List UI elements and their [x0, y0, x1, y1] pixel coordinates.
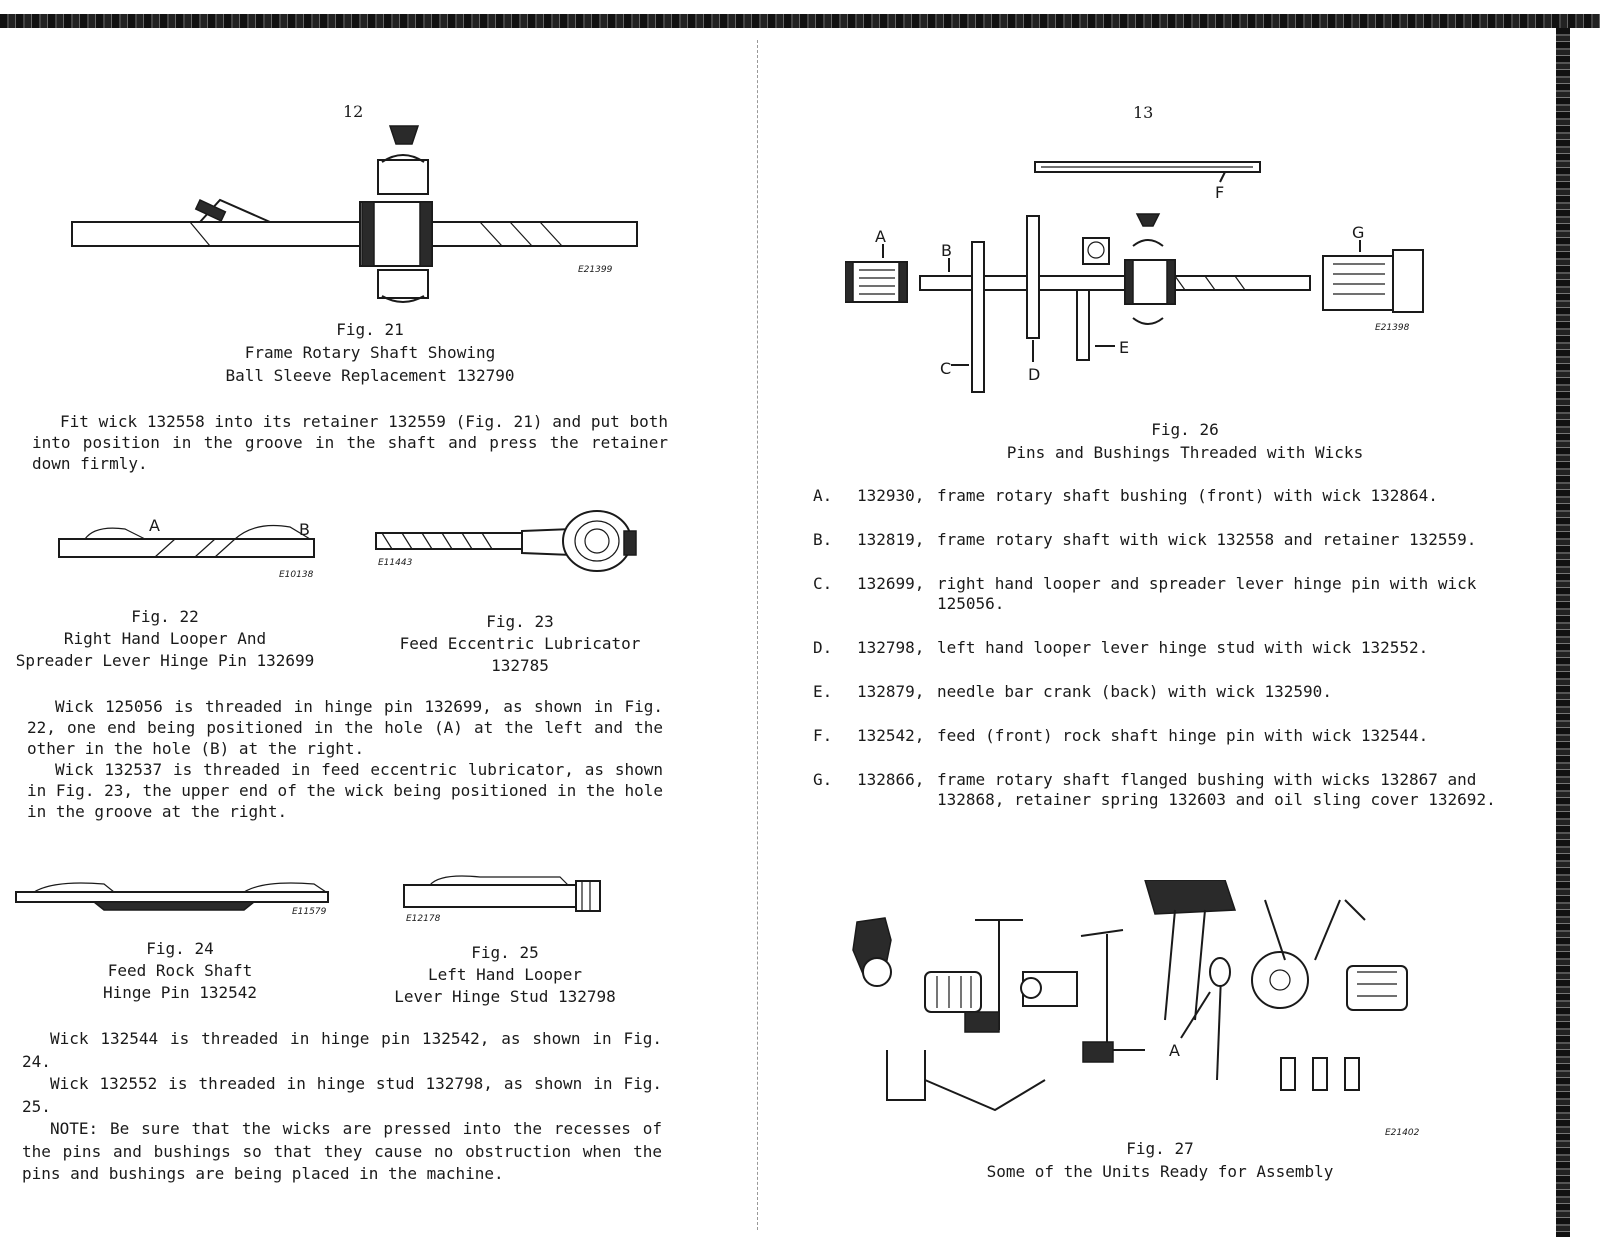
parts-list-item-f: F. 132542, feed (front) rock shaft hinge…: [813, 726, 1503, 746]
parts-list-item-c: C. 132699, right hand looper and spreade…: [813, 574, 1503, 614]
fig26-part-d: D: [1026, 215, 1040, 384]
fig26-code: E21398: [1375, 323, 1410, 333]
page-number: 13: [1133, 103, 1154, 122]
fig27-units: A: [852, 880, 1408, 1112]
fig25-number: Fig. 25: [471, 943, 539, 962]
fig24-caption-line1: Feed Rock Shaft: [107, 961, 253, 980]
fig26-label-a: A: [875, 227, 886, 246]
paragraph-text: Fit wick 132558 into its retainer 132559…: [32, 412, 668, 473]
item-part-number: 132699,: [857, 574, 925, 593]
fig26-illustration: F A B C D: [845, 161, 1424, 393]
fig21-ball-sleeve: [359, 125, 433, 303]
top-scan-border: [0, 14, 1600, 28]
item-part-number: 132930,: [857, 486, 925, 505]
item-description: needle bar crank (back) with wick 132590…: [937, 682, 1332, 701]
fig26-part-a: A: [845, 227, 908, 303]
fig22-caption-line2: Spreader Lever Hinge Pin 132699: [15, 651, 315, 670]
fig22-number: Fig. 22: [131, 607, 199, 626]
fig21-number: Fig. 21: [336, 320, 404, 339]
paragraph-final-notes: Wick 132544 is threaded in hinge pin 132…: [22, 1028, 662, 1186]
item-part-number: 132798,: [857, 638, 925, 657]
fig21-illustration: E21399: [71, 125, 638, 303]
parts-list-item-e: E. 132879, needle bar crank (back) with …: [813, 682, 1503, 702]
fig21-caption-line1: Frame Rotary Shaft Showing: [244, 343, 496, 362]
item-description: frame rotary shaft flanged bushing with …: [937, 770, 1496, 809]
fig26-part-e: E: [1076, 237, 1129, 361]
fig26-label-c: C: [940, 359, 951, 378]
fig22-label-a: A: [149, 516, 160, 535]
parts-list-item-d: D. 132798, left hand looper lever hinge …: [813, 638, 1503, 658]
fig24-code: E11579: [292, 907, 327, 917]
fig24-illustration: E11579: [15, 882, 329, 917]
page-gutter: [757, 40, 760, 1230]
fig26-part-b: B: [919, 241, 1311, 291]
parts-list-item-g: G. 132866, frame rotary shaft flanged bu…: [813, 770, 1503, 810]
fig25-caption-line2: Lever Hinge Stud 132798: [394, 987, 616, 1006]
fig26-label-b: B: [941, 241, 952, 260]
paragraph-text: Wick 125056 is threaded in hinge pin 132…: [27, 697, 663, 758]
fig22-illustration: A B E10138: [58, 516, 315, 580]
item-description: feed (front) rock shaft hinge pin with w…: [937, 726, 1429, 745]
fig21-caption-line2: Ball Sleeve Replacement 132790: [225, 366, 515, 385]
note-paragraph: NOTE: Be sure that the wicks are pressed…: [22, 1119, 662, 1183]
fig26-part-f: F: [1034, 161, 1261, 202]
fig25-illustration: E12178: [403, 875, 601, 924]
item-description: frame rotary shaft with wick 132558 and …: [937, 530, 1477, 549]
item-letter: F.: [813, 726, 833, 745]
paragraph-text: Wick 132544 is threaded in hinge pin 132…: [22, 1029, 662, 1071]
fig23-caption-line2: 132785: [491, 656, 549, 675]
fig26-part-g: G: [1322, 223, 1424, 313]
fig23-code: E11443: [378, 558, 413, 568]
item-letter: G.: [813, 770, 833, 789]
fig26-sleeve: [1124, 213, 1176, 325]
fig26-caption: Pins and Bushings Threaded with Wicks: [1006, 443, 1364, 462]
paragraph-fit-wick: Fit wick 132558 into its retainer 132559…: [32, 411, 668, 474]
paragraph-text: Wick 132552 is threaded in hinge stud 13…: [22, 1074, 662, 1116]
item-letter: C.: [813, 574, 833, 593]
fig24-caption-line2: Hinge Pin 132542: [102, 983, 258, 1002]
item-letter: D.: [813, 638, 833, 657]
parts-list: A. 132930, frame rotary shaft bushing (f…: [813, 486, 1503, 834]
fig24-number: Fig. 24: [146, 939, 214, 958]
item-letter: E.: [813, 682, 833, 701]
fig23-caption-line1: Feed Eccentric Lubricator: [399, 634, 641, 653]
parts-list-item-b: B. 132819, frame rotary shaft with wick …: [813, 530, 1503, 550]
fig21-shaft: [71, 198, 638, 247]
fig22-caption-line1: Right Hand Looper And: [63, 629, 267, 648]
fig27-label-a: A: [1169, 1041, 1180, 1060]
fig27-code: E21402: [1385, 1128, 1420, 1138]
item-part-number: 132866,: [857, 770, 925, 789]
fig26-label-f: F: [1215, 183, 1224, 202]
item-part-number: 132879,: [857, 682, 925, 701]
fig26-label-g: G: [1352, 223, 1364, 242]
page-number: 12: [343, 102, 364, 121]
fig22-code: E10138: [279, 570, 314, 580]
item-part-number: 132819,: [857, 530, 925, 549]
parts-list-item-a: A. 132930, frame rotary shaft bushing (f…: [813, 486, 1503, 506]
fig22-label-b: B: [299, 520, 310, 539]
item-letter: B.: [813, 530, 833, 549]
fig25-caption-line1: Left Hand Looper: [427, 965, 583, 984]
fig26-label-d: D: [1028, 365, 1040, 384]
fig27-caption: Some of the Units Ready for Assembly: [986, 1162, 1334, 1181]
item-description: frame rotary shaft bushing (front) with …: [937, 486, 1438, 505]
item-part-number: 132542,: [857, 726, 925, 745]
fig26-label-e: E: [1119, 338, 1129, 357]
fig23-number: Fig. 23: [486, 612, 554, 631]
item-letter: A.: [813, 486, 833, 505]
fig21-code: E21399: [578, 265, 613, 275]
paragraph-text: Wick 132537 is threaded in feed eccentri…: [27, 760, 663, 821]
fig26-number: Fig. 26: [1151, 420, 1219, 439]
item-description: left hand looper lever hinge stud with w…: [937, 638, 1429, 657]
item-description: right hand looper and spreader lever hin…: [937, 574, 1477, 613]
fig25-code: E12178: [406, 914, 441, 924]
fig27-number: Fig. 27: [1126, 1139, 1194, 1158]
fig27-illustration: A E21402: [852, 880, 1420, 1138]
right-scan-border: [1556, 28, 1570, 1237]
fig26-part-c: C: [940, 241, 985, 393]
fig23-illustration: E11443: [375, 510, 637, 572]
paragraph-wick-hinge: Wick 125056 is threaded in hinge pin 132…: [27, 696, 663, 822]
